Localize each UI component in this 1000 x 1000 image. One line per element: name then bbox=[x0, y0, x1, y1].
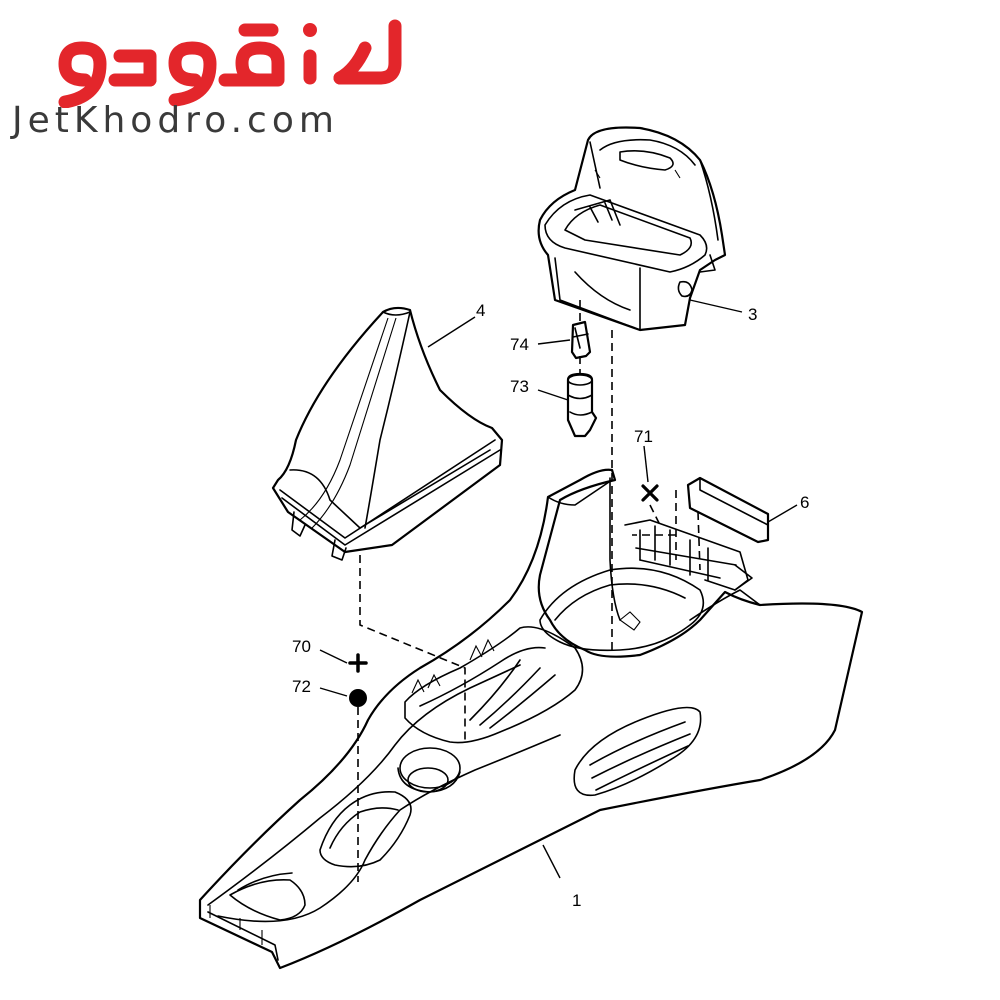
fastener-part-70 bbox=[348, 653, 368, 673]
callout-6: 6 bbox=[800, 493, 809, 512]
callout-4: 4 bbox=[476, 301, 485, 320]
storage-bin-part-3 bbox=[537, 126, 727, 332]
assembly-dashed-lines bbox=[357, 300, 701, 882]
callout-73: 73 bbox=[510, 377, 529, 396]
callout-1: 1 bbox=[572, 891, 581, 910]
console-body-part-1 bbox=[198, 468, 864, 970]
callout-leaders bbox=[319, 299, 798, 879]
shift-boot-part-4 bbox=[271, 306, 504, 561]
callout-74: 74 bbox=[510, 335, 529, 354]
callout-72: 72 bbox=[292, 677, 311, 696]
callout-70: 70 bbox=[292, 637, 311, 656]
socket-part-73 bbox=[566, 372, 598, 438]
fastener-part-71 bbox=[641, 484, 659, 502]
brand-logo bbox=[10, 8, 410, 148]
fastener-part-72 bbox=[349, 689, 367, 707]
callout-71: 71 bbox=[634, 427, 653, 446]
logo-site-text: JetKhodro.com bbox=[12, 100, 339, 141]
callout-3: 3 bbox=[748, 305, 757, 324]
logo-wordmark-graphic bbox=[58, 19, 402, 109]
bulb-part-74 bbox=[570, 320, 592, 360]
trim-panel-part-6 bbox=[686, 476, 770, 544]
